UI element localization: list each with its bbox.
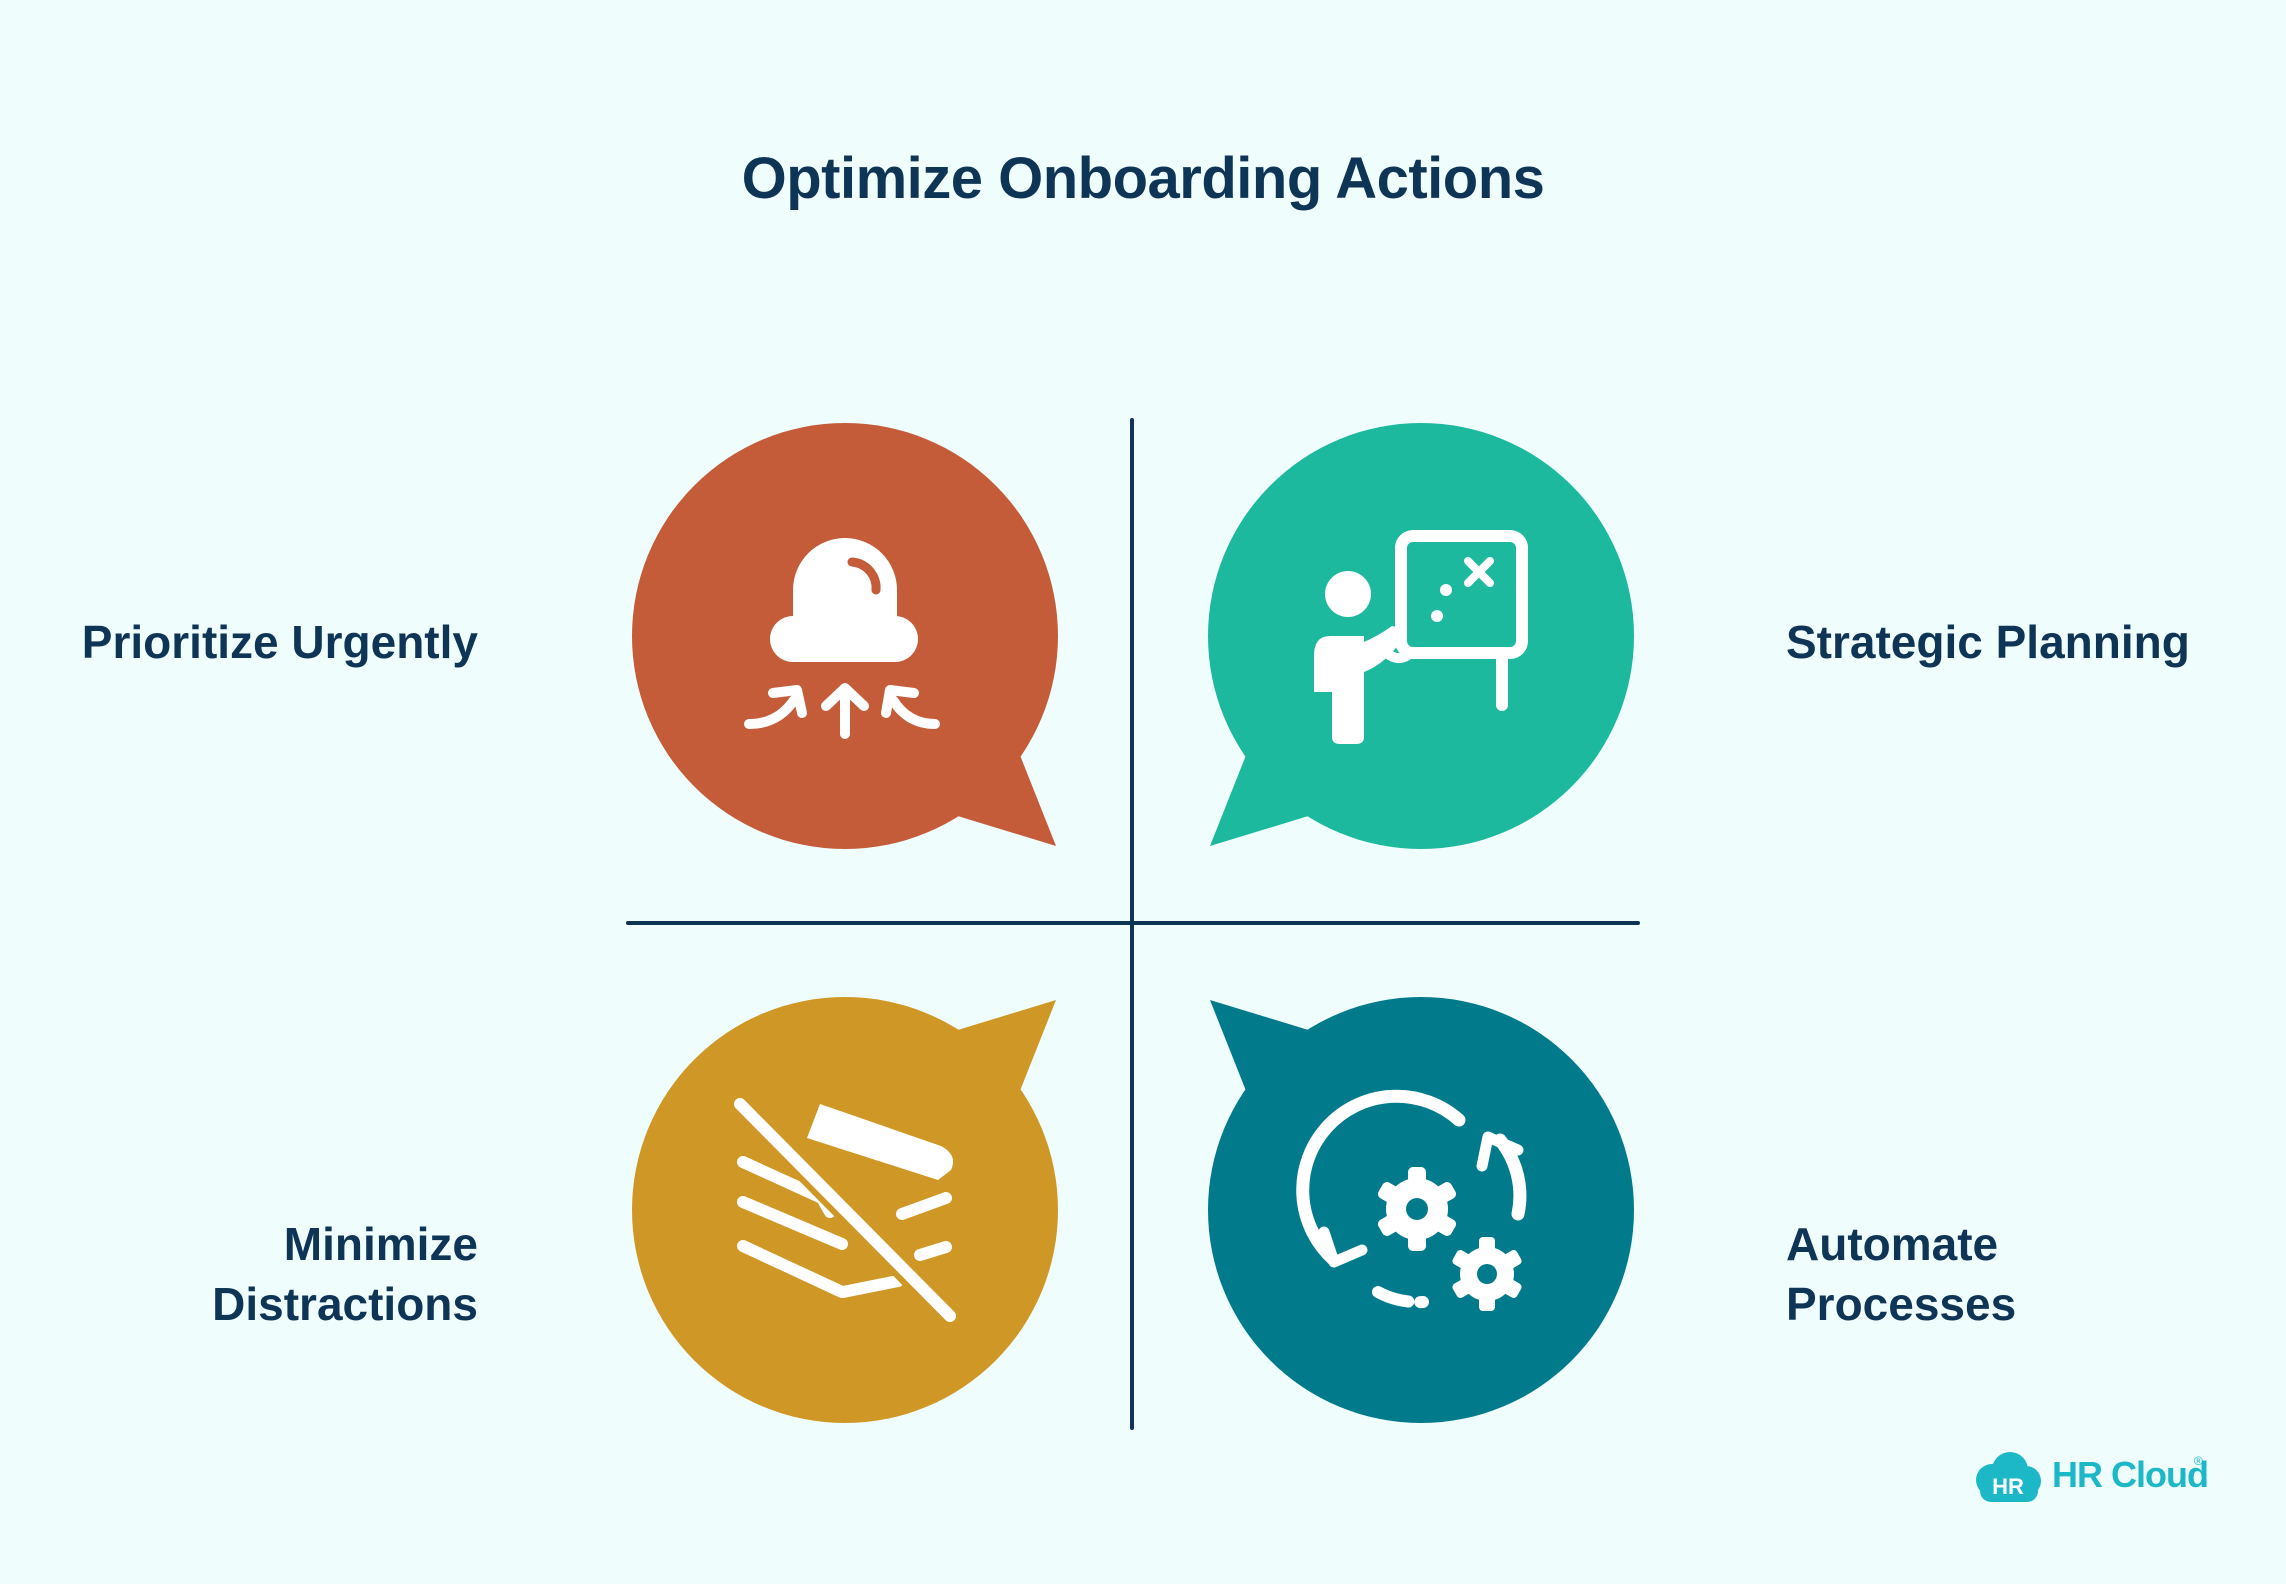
diagram-title: Optimize Onboarding Actions [741, 146, 1545, 211]
presenter-board-icon [1314, 530, 1528, 744]
label-line: Minimize [283, 1218, 478, 1270]
label-line: Strategic Planning [1786, 616, 2190, 668]
bubble-tail [938, 1000, 1056, 1116]
registered-mark: ® [2194, 1454, 2203, 1468]
label-line: Distractions [212, 1278, 478, 1330]
label-automate-processes: Automate Processes [1786, 1214, 2016, 1334]
logo-wordmark: HR Cloud [2052, 1454, 2209, 1495]
label-line: Prioritize Urgently [81, 616, 478, 668]
hr-cloud-logo: HR HR Cloud ® [1972, 1446, 2209, 1506]
label-line: Automate [1786, 1218, 1999, 1270]
gears-cycle-icon [1296, 1089, 1527, 1311]
alarm-siren-icon [744, 538, 940, 739]
label-minimize-distractions: Minimize Distractions [212, 1214, 478, 1334]
bubble-circle [1208, 423, 1634, 849]
label-strategic-planning: Strategic Planning [1786, 612, 2190, 672]
bubble-strategic-planning [1208, 423, 1634, 849]
logo-badge-text: HR [1992, 1474, 2024, 1499]
label-prioritize-urgently: Prioritize Urgently [82, 612, 478, 672]
cloud-icon: HR [1976, 1452, 2041, 1502]
bubble-tail [938, 730, 1056, 846]
label-line: Processes [1786, 1278, 2017, 1330]
notification-off-icon [728, 1092, 962, 1328]
bubble-tail [1210, 730, 1328, 846]
bubble-tail [1210, 1000, 1328, 1116]
